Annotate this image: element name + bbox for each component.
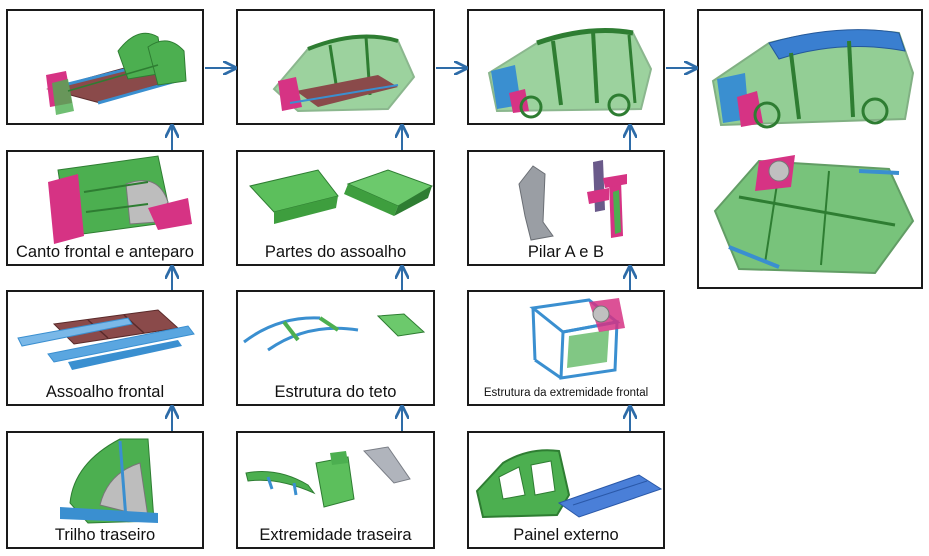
stage-1-box <box>6 9 204 125</box>
component-label: Trilho traseiro <box>54 526 156 544</box>
front-floor-icon <box>17 309 195 370</box>
outer-panel-icon <box>475 449 663 519</box>
floor-panels-icon <box>249 169 433 224</box>
component-partes-assoalho: Partes do assoalho <box>236 150 435 266</box>
front-end-frame-icon <box>529 298 625 380</box>
component-extremidade-traseira: Extremidade traseira <box>236 431 435 549</box>
component-painel-externo: Painel externo <box>467 431 665 549</box>
body-sides-assembly-icon <box>487 28 653 119</box>
wheelhouse-assembly-icon <box>48 155 192 244</box>
component-estrutura-teto: Estrutura do teto <box>236 290 435 406</box>
component-label: Estrutura da extremidade frontal <box>483 387 649 399</box>
component-label: Canto frontal e anteparo <box>16 243 194 261</box>
component-trilho-traseiro: Trilho traseiro <box>6 431 204 549</box>
rear-rail-icon <box>60 438 158 524</box>
rear-end-parts-icon <box>245 446 411 508</box>
pillars-icon <box>518 160 627 241</box>
component-label: Pilar A e B <box>527 243 605 261</box>
component-estrutura-frontal: Estrutura da extremidade frontal <box>467 290 665 406</box>
stage-4-box <box>697 9 923 289</box>
roof-frame-icon <box>243 313 426 352</box>
underbody-assembly-icon <box>46 32 187 115</box>
body-frame-assembly-icon <box>272 34 416 113</box>
component-assoalho-frontal: Assoalho frontal <box>6 290 204 406</box>
component-label: Extremidade traseira <box>259 526 412 544</box>
complete-body-icon <box>711 29 915 275</box>
stage-3-box <box>467 9 665 125</box>
component-label: Partes do assoalho <box>264 243 407 261</box>
component-label: Painel externo <box>513 526 619 544</box>
component-pilar-ab: Pilar A e B <box>467 150 665 266</box>
component-canto-frontal: Canto frontal e anteparo <box>6 150 204 266</box>
stage-2-box <box>236 9 435 125</box>
component-label: Estrutura do teto <box>274 383 397 401</box>
component-label: Assoalho frontal <box>45 383 165 401</box>
